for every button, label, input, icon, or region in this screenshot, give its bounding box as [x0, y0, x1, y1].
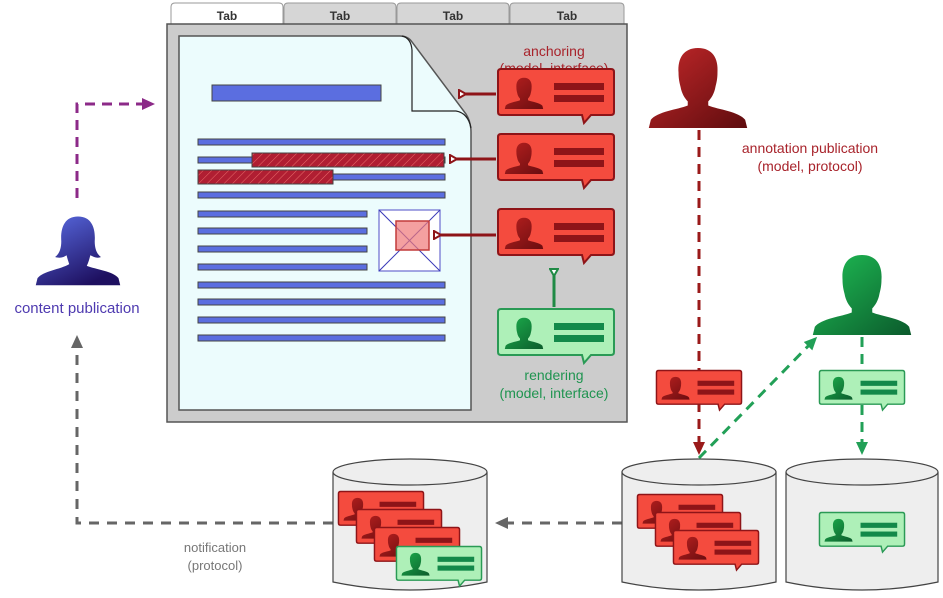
- notification-path: notification (protocol): [71, 335, 622, 573]
- database-red-server: [621, 458, 777, 591]
- database-green-server: [785, 458, 939, 591]
- notification-label: notification: [184, 540, 246, 555]
- annotation-bubble-green[interactable]: [498, 309, 614, 363]
- text-line: [197, 316, 446, 324]
- text-line: [197, 191, 446, 199]
- tab-3-label: Tab: [443, 9, 463, 23]
- annotation-publication-sublabel: (model, protocol): [757, 158, 862, 174]
- red-annotator-icon: [648, 48, 748, 128]
- text-line: [197, 227, 368, 235]
- tab-4[interactable]: Tab: [509, 2, 625, 25]
- text-line: [197, 334, 446, 342]
- notification-sublabel: (protocol): [188, 558, 243, 573]
- text-line: [197, 245, 368, 253]
- annotation-bubble-red[interactable]: [498, 209, 614, 263]
- annotation-bubble-red[interactable]: [498, 134, 614, 188]
- published-annotation-red: [656, 370, 741, 410]
- text-line: [197, 138, 446, 146]
- tab-3[interactable]: Tab: [396, 2, 510, 25]
- green-annotator-icon: [812, 255, 912, 335]
- page-curl: [401, 35, 472, 129]
- tab-1[interactable]: Tab: [170, 2, 284, 25]
- anchoring-label: anchoring: [523, 43, 585, 59]
- tab-4-label: Tab: [557, 9, 577, 23]
- stored-annotation-green: [396, 546, 481, 586]
- text-line: [197, 298, 446, 306]
- rendering-label: rendering: [524, 367, 583, 383]
- doc-title-block: [211, 84, 382, 102]
- browser-window: Tab Tab Tab Tab: [166, 2, 628, 423]
- tab-2[interactable]: Tab: [283, 2, 397, 25]
- published-annotation-green: [819, 370, 904, 410]
- stored-annotation-red: [673, 530, 758, 570]
- notification-arrow: [71, 335, 333, 525]
- red-annotator: annotation publication (model, protocol): [648, 48, 878, 455]
- content-publication-arrow: [75, 98, 155, 198]
- database-aggregator: [332, 458, 488, 591]
- highlight-span-1: [251, 152, 445, 168]
- tab-1-label: Tab: [217, 9, 237, 23]
- highlight-span-2: [197, 169, 334, 185]
- text-line: [197, 263, 368, 271]
- stored-annotation-green: [819, 512, 904, 552]
- text-line: [197, 281, 446, 289]
- green-annotator: [697, 255, 912, 460]
- doc-image-placeholder: [378, 209, 441, 272]
- text-line: [197, 210, 368, 218]
- content-publisher: content publication: [14, 98, 155, 317]
- content-publication-label: content publication: [14, 300, 139, 317]
- annotation-publication-label: annotation publication: [742, 140, 878, 156]
- content-author-icon: [35, 216, 121, 286]
- annotation-bubble-red[interactable]: [498, 69, 614, 123]
- rendering-sublabel: (model, interface): [500, 385, 609, 401]
- image-region-highlight: [395, 220, 430, 251]
- tab-2-label: Tab: [330, 9, 350, 23]
- green-retrieve-arrow: [697, 336, 818, 460]
